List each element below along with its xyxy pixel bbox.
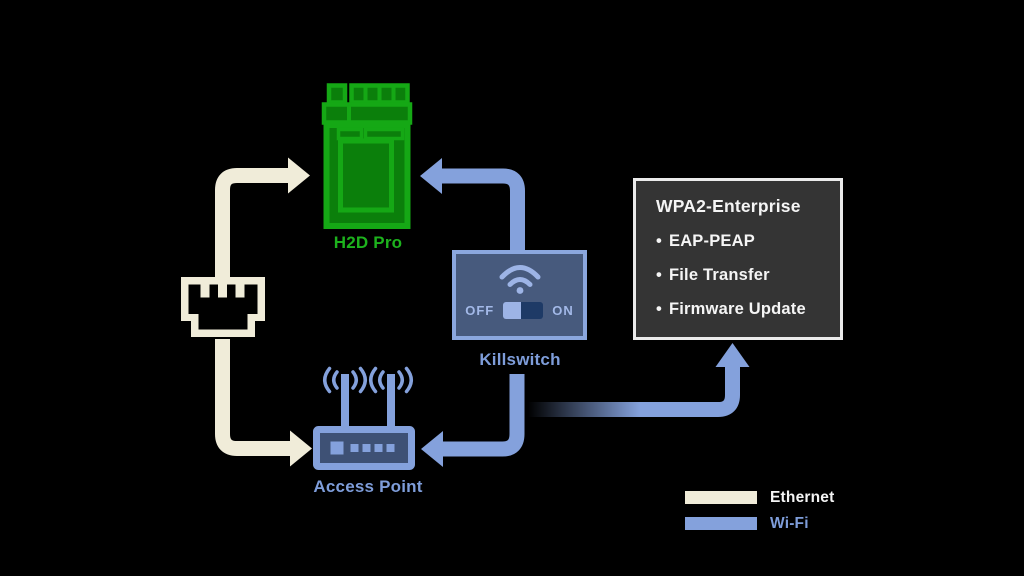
arrowhead-left — [421, 431, 443, 467]
antenna — [387, 374, 395, 431]
legend-item-wifi: Wi-Fi — [685, 514, 834, 532]
wifi-arrow-access-point-to-info-box — [528, 343, 750, 417]
wifi-icon — [499, 265, 540, 294]
wifi-arrow-killswitch-to-h2d — [420, 158, 525, 252]
legend-item-ethernet: Ethernet — [685, 488, 835, 506]
info-box-item-label: EAP-PEAP — [668, 232, 755, 250]
antenna-signal-icon — [323, 366, 413, 394]
killswitch-label: Killswitch — [479, 350, 561, 369]
arrowhead-right — [288, 157, 310, 194]
legend-label-wifi: Wi-Fi — [770, 514, 809, 532]
bullet-icon: • — [656, 300, 662, 318]
arrowhead-right — [290, 430, 312, 467]
killswitch-toggle — [503, 302, 544, 319]
info-box-item: • File Transfer — [656, 266, 830, 285]
ethernet-port-icon — [181, 277, 265, 337]
bullet-icon: • — [656, 232, 662, 250]
legend-label-ethernet: Ethernet — [770, 488, 835, 506]
info-box-item-label: File Transfer — [668, 266, 770, 284]
killswitch-off-label: OFF — [465, 303, 495, 318]
ethernet-arrow-port-to-access-point — [215, 339, 312, 467]
access-point-icon — [313, 366, 415, 470]
info-box-item: • Firmware Update — [656, 300, 830, 319]
ethernet-arrow-port-to-h2d — [215, 157, 310, 281]
killswitch-switch-row: OFF ON — [465, 302, 574, 319]
status-led — [330, 441, 395, 455]
h2d-pro-label: H2D Pro — [333, 233, 403, 252]
antenna — [341, 374, 349, 431]
info-box-item-label: Firmware Update — [668, 300, 806, 318]
info-box-title: WPA2-Enterprise — [656, 196, 801, 216]
info-box: WPA2-Enterprise • EAP-PEAP • File Transfer… — [633, 178, 843, 340]
wifi-swatch — [685, 517, 757, 530]
killswitch-node: OFF ON — [452, 250, 587, 340]
legend: Ethernet Wi-Fi — [685, 488, 835, 543]
wifi-arrow-killswitch-to-access-point — [421, 374, 525, 467]
toggle-knob — [503, 302, 522, 319]
ethernet-swatch — [685, 491, 757, 504]
arrowhead-left — [420, 158, 442, 194]
h2d-pro-device-icon — [321, 83, 413, 229]
toggle-track — [521, 302, 544, 319]
bullet-icon: • — [656, 266, 662, 284]
arrowhead-up — [715, 343, 750, 367]
access-point-label: Access Point — [313, 477, 423, 496]
killswitch-on-label: ON — [552, 303, 574, 318]
info-box-item: • EAP-PEAP — [656, 232, 830, 251]
